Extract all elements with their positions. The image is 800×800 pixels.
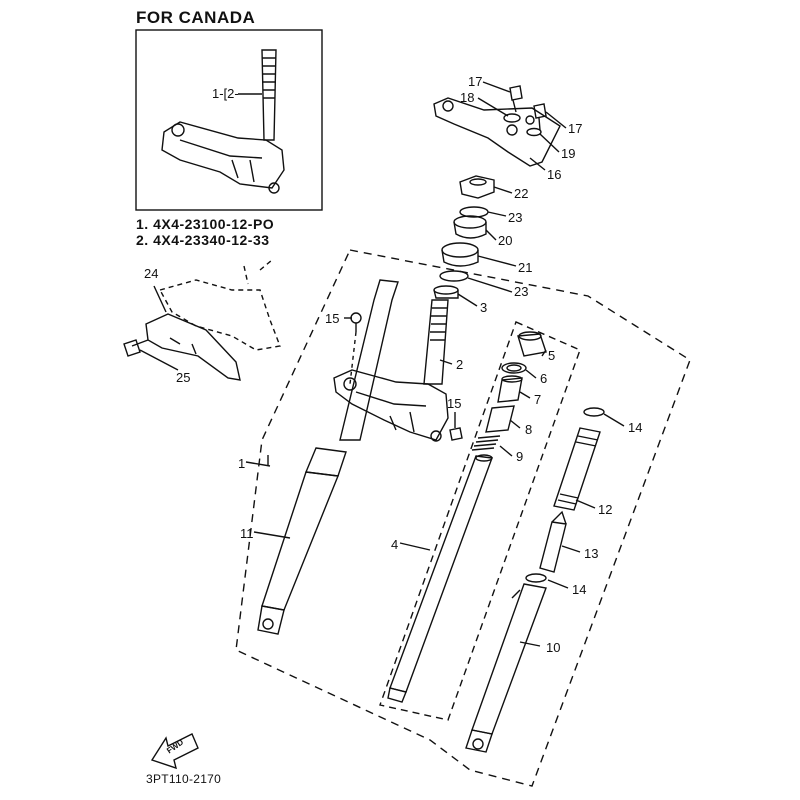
callout-18: 18	[460, 90, 475, 105]
fender-bracket-24	[145, 313, 241, 381]
callout-14b: 14	[572, 582, 587, 597]
damper-13	[539, 510, 567, 573]
upper-bracket	[433, 97, 561, 167]
callout-25: 25	[176, 370, 191, 385]
callout-19: 19	[561, 146, 576, 161]
callout-6: 6	[540, 371, 548, 386]
outer-tube-11	[257, 279, 399, 635]
callout-5: 5	[548, 348, 556, 363]
bearing-21	[441, 242, 479, 267]
seal-23b	[439, 270, 469, 282]
bolt-17b	[533, 103, 547, 131]
callout-11: 11	[240, 526, 254, 541]
callout-23b: 23	[514, 284, 529, 299]
inset-part-number-1: 1. 4X4-23100-12-PO	[136, 216, 275, 232]
callout-17b: 17	[568, 121, 583, 136]
fender-dashed	[158, 259, 281, 351]
inner-tube-4	[387, 454, 493, 703]
callout-17a: 17	[468, 74, 483, 89]
callout-8: 8	[525, 422, 533, 437]
callout-15a: 15	[325, 311, 340, 326]
washer-19	[526, 127, 542, 137]
inset-part-number-2: 2. 4X4-23340-12-33	[136, 232, 270, 248]
bushing-7	[497, 375, 523, 403]
callout-21: 21	[518, 260, 533, 275]
callout-12: 12	[598, 502, 613, 517]
callout-3: 3	[480, 300, 488, 315]
spring-9	[471, 435, 501, 451]
callout-9: 9	[516, 449, 524, 464]
ring-14a	[583, 407, 605, 417]
callout-14a: 14	[628, 420, 643, 435]
bushing-8	[485, 405, 515, 433]
seal-6	[501, 362, 527, 374]
steering-stem	[333, 299, 449, 442]
callout-24: 24	[144, 266, 159, 281]
ring-14b	[525, 573, 547, 583]
callout-4: 4	[391, 537, 399, 552]
inset-title: FOR CANADA	[136, 8, 256, 27]
outer-tube-10	[465, 583, 547, 753]
callout-2: 2	[456, 357, 464, 372]
assembly-1-boundary	[235, 249, 691, 787]
cap-5	[517, 331, 547, 357]
assembly-4-boundary	[379, 321, 581, 721]
ball-race-3	[433, 285, 459, 299]
forward-arrow	[150, 733, 199, 770]
bearing-race-20	[453, 215, 487, 239]
callout-16: 16	[547, 167, 562, 182]
inset-steering-stem	[161, 49, 285, 194]
bolt-15b	[449, 427, 463, 441]
callout-20: 20	[498, 233, 513, 248]
callout-7: 7	[534, 392, 542, 407]
inset-frame	[135, 29, 323, 211]
callout-1: 1	[238, 456, 246, 471]
bolt-15a	[350, 312, 362, 332]
spring-12	[553, 427, 601, 511]
inset-ref-label: 1-[2-	[212, 86, 239, 101]
bolt-17a	[509, 85, 523, 113]
ring-nut-22	[459, 175, 495, 199]
callout-22: 22	[514, 186, 529, 201]
callout-23a: 23	[508, 210, 523, 225]
callout-13: 13	[584, 546, 599, 561]
callout-15b: 15	[447, 396, 462, 411]
diagram-code: 3PT110-2170	[146, 772, 222, 786]
washer-18	[503, 113, 521, 123]
bolt-25	[123, 339, 149, 357]
callout-10: 10	[546, 640, 561, 655]
